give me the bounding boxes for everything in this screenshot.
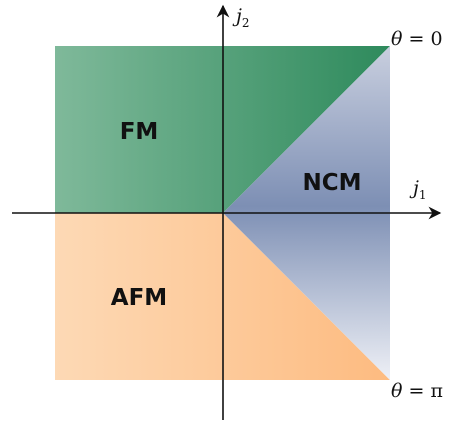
fm-label: FM — [120, 119, 159, 145]
theta-pi-annotation: θ = π — [391, 380, 443, 402]
ncm-label: NCM — [302, 170, 361, 196]
y-axis-label: j2 — [232, 5, 250, 30]
afm-label: AFM — [111, 285, 167, 311]
theta-zero-annotation: θ = 0 — [391, 28, 443, 50]
x-axis-label: j1 — [409, 177, 427, 202]
